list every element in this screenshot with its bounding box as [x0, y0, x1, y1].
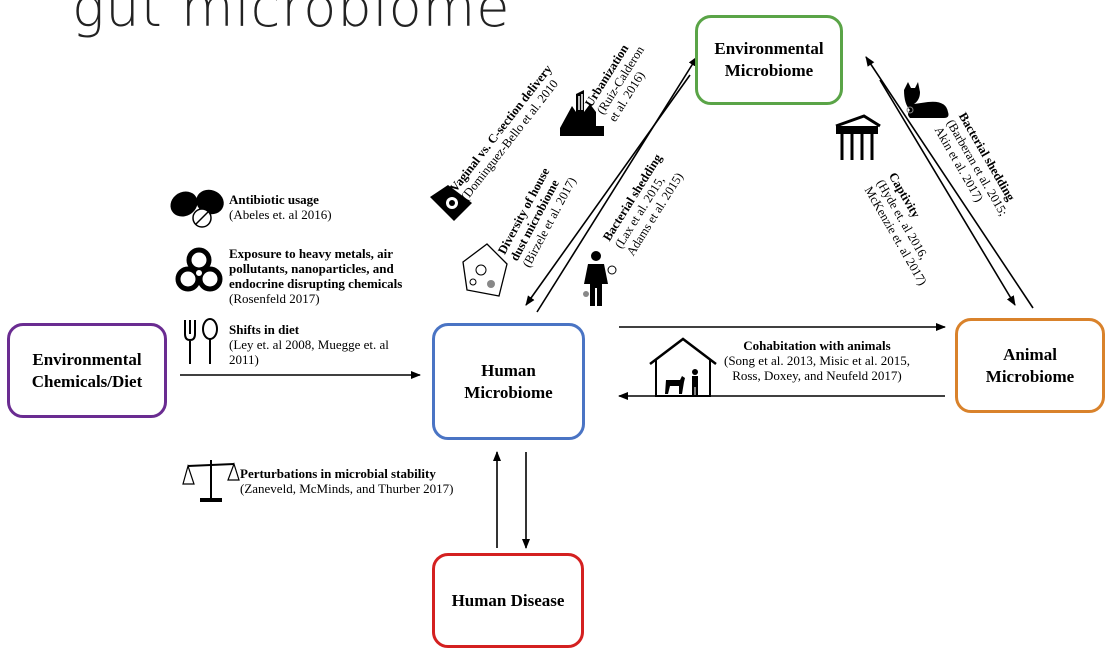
- factor-title: Antibiotic usage: [229, 192, 319, 207]
- arrow-animal-to-env-microbiome: [865, 56, 1034, 309]
- scales-icon: [182, 460, 240, 502]
- arrow-env-microbiome-to-animal: [879, 79, 1016, 306]
- factor-title: endocrine disrupting chemicals: [229, 276, 403, 291]
- human-disease-node: Human Disease: [432, 553, 584, 648]
- perturbations-label: Perturbations in microbial stability (Za…: [240, 466, 453, 496]
- house-dust-icon: [462, 243, 508, 297]
- node-label-line: Environmental: [714, 39, 824, 58]
- baby-icon: [430, 185, 472, 221]
- person-icon: [583, 251, 617, 306]
- antibiotic-label: Antibiotic usage (Abeles et. al 2016): [229, 192, 332, 222]
- node-label-line: Chemicals/Diet: [31, 371, 143, 391]
- factor-title: Cohabitation with animals: [743, 338, 891, 353]
- factor-ref: (Rosenfeld 2017): [229, 291, 320, 306]
- arrow-human-to-env-microbiome: [536, 56, 698, 313]
- factor-ref: (Ley et. al 2008, Muegge et. al: [229, 337, 389, 352]
- factor-ref: (Zaneveld, McMinds, and Thurber 2017): [240, 481, 454, 496]
- factor-ref: Ross, Doxey, and Neufeld 2017): [732, 368, 902, 383]
- factor-title: Shifts in diet: [229, 322, 300, 337]
- zoo-icon: [835, 114, 881, 160]
- arrow-env-microbiome-to-human: [525, 74, 691, 306]
- node-label-line: Microbiome: [724, 61, 814, 80]
- pills-icon: [170, 189, 224, 228]
- slide-title: gut microbiome: [72, 0, 511, 39]
- biohazard-icon: [175, 247, 223, 292]
- diet-label: Shifts in diet (Ley et. al 2008, Muegge …: [229, 322, 389, 367]
- cohabitation-label: Cohabitation with animals (Song et al. 2…: [724, 338, 910, 383]
- factor-title: Perturbations in microbial stability: [240, 466, 436, 481]
- cat-icon: [904, 82, 949, 118]
- node-label-line: Environmental: [32, 349, 142, 369]
- factor-ref: (Song et al. 2013, Misic et al. 2015,: [724, 353, 910, 368]
- factor-title: pollutants, nanoparticles, and: [229, 261, 394, 276]
- house-dog-icon: [649, 337, 717, 397]
- node-label-line: Human: [481, 360, 536, 380]
- node-label-line: Microbiome: [464, 382, 553, 402]
- fork-spoon-icon: [184, 318, 218, 364]
- city-icon: [560, 90, 604, 136]
- node-label-line: Human Disease: [451, 590, 565, 610]
- factor-ref: (Abeles et. al 2016): [229, 207, 332, 222]
- factor-ref: 2011): [229, 352, 259, 367]
- factor-title: Exposure to heavy metals, air: [229, 246, 394, 261]
- heavy-metals-label: Exposure to heavy metals, air pollutants…: [229, 246, 402, 306]
- node-label-line: Microbiome: [985, 366, 1075, 386]
- node-label-line: Animal: [1003, 344, 1057, 364]
